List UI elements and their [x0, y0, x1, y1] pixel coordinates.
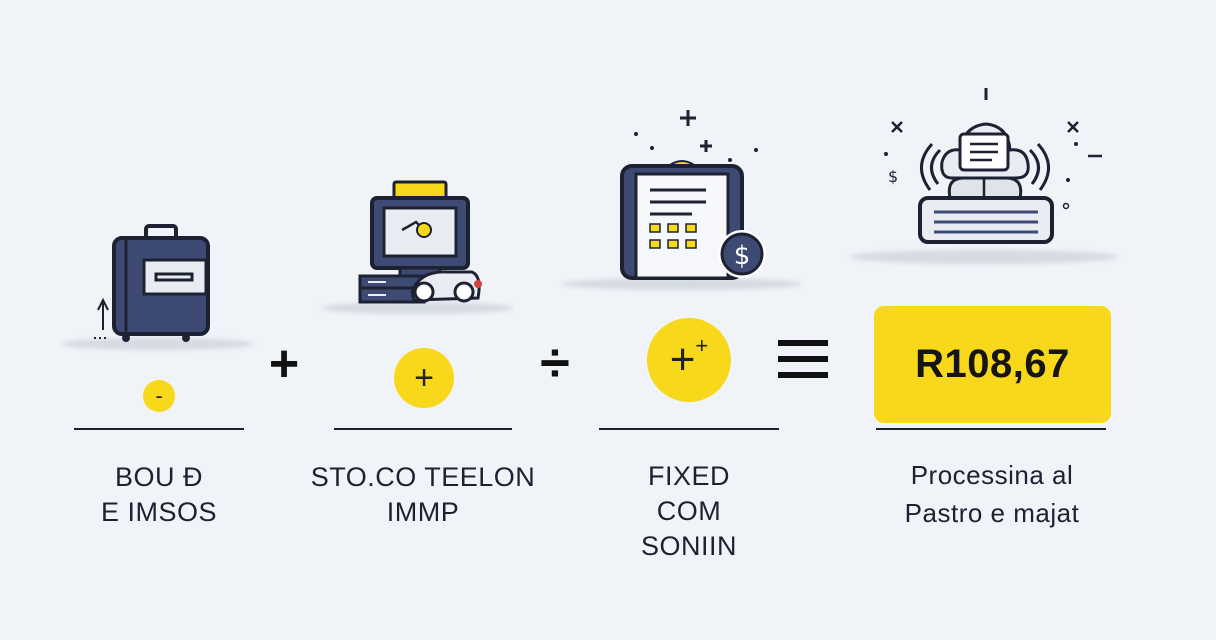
step-4-label-line-2: Pastro e majat [904, 498, 1080, 528]
step-2-label-line-2: IMMP [386, 497, 460, 527]
step-4-label-line-1: Processina al [910, 460, 1074, 490]
step-4-label: Processina al Pastro e majat [858, 456, 1126, 532]
divider-line-4 [876, 428, 1106, 430]
step-3-label-line-1: FIXED [647, 461, 730, 491]
step-2-label-line-1: STO.CO TEELON [310, 462, 536, 492]
plus-symbol-large: + [669, 335, 696, 384]
svg-text:$: $ [888, 167, 898, 186]
cloud-processing-icon: $ [884, 88, 1102, 244]
step-1-label-line-1: BOU Đ [114, 462, 203, 492]
result-value: R108,67 [915, 342, 1070, 386]
svg-text:$: $ [734, 241, 751, 271]
plus-symbol: + [414, 358, 434, 397]
step-3-label: FIXED COM SONIIN [599, 459, 779, 564]
minus-symbol: - [155, 383, 163, 408]
plus-operator: + [268, 335, 300, 393]
divide-operator: ÷ [540, 333, 570, 393]
plus-badge: + [394, 348, 454, 408]
step-3-label-line-2: COM [656, 496, 722, 526]
step-2-label: STO.CO TEELON IMMP [292, 460, 554, 530]
result-value-box: R108,67 [874, 306, 1111, 423]
computer-server-icon [358, 180, 482, 304]
plus-superscript: + [695, 333, 709, 358]
calculator-dollar-icon: $ [620, 110, 766, 280]
divider-line-1 [74, 428, 244, 430]
step-1-label-line-2: E IMSOS [100, 497, 218, 527]
equals-operator [778, 340, 828, 380]
suitcase-icon [94, 224, 210, 342]
divider-line-3 [599, 428, 779, 430]
step-3-label-line-3: SONIIN [640, 531, 737, 561]
divider-line-2 [334, 428, 512, 430]
step-1-label: BOU Đ E IMSOS [74, 460, 244, 530]
minus-badge: - [143, 380, 175, 412]
plus-plus-badge: + + [647, 318, 731, 402]
